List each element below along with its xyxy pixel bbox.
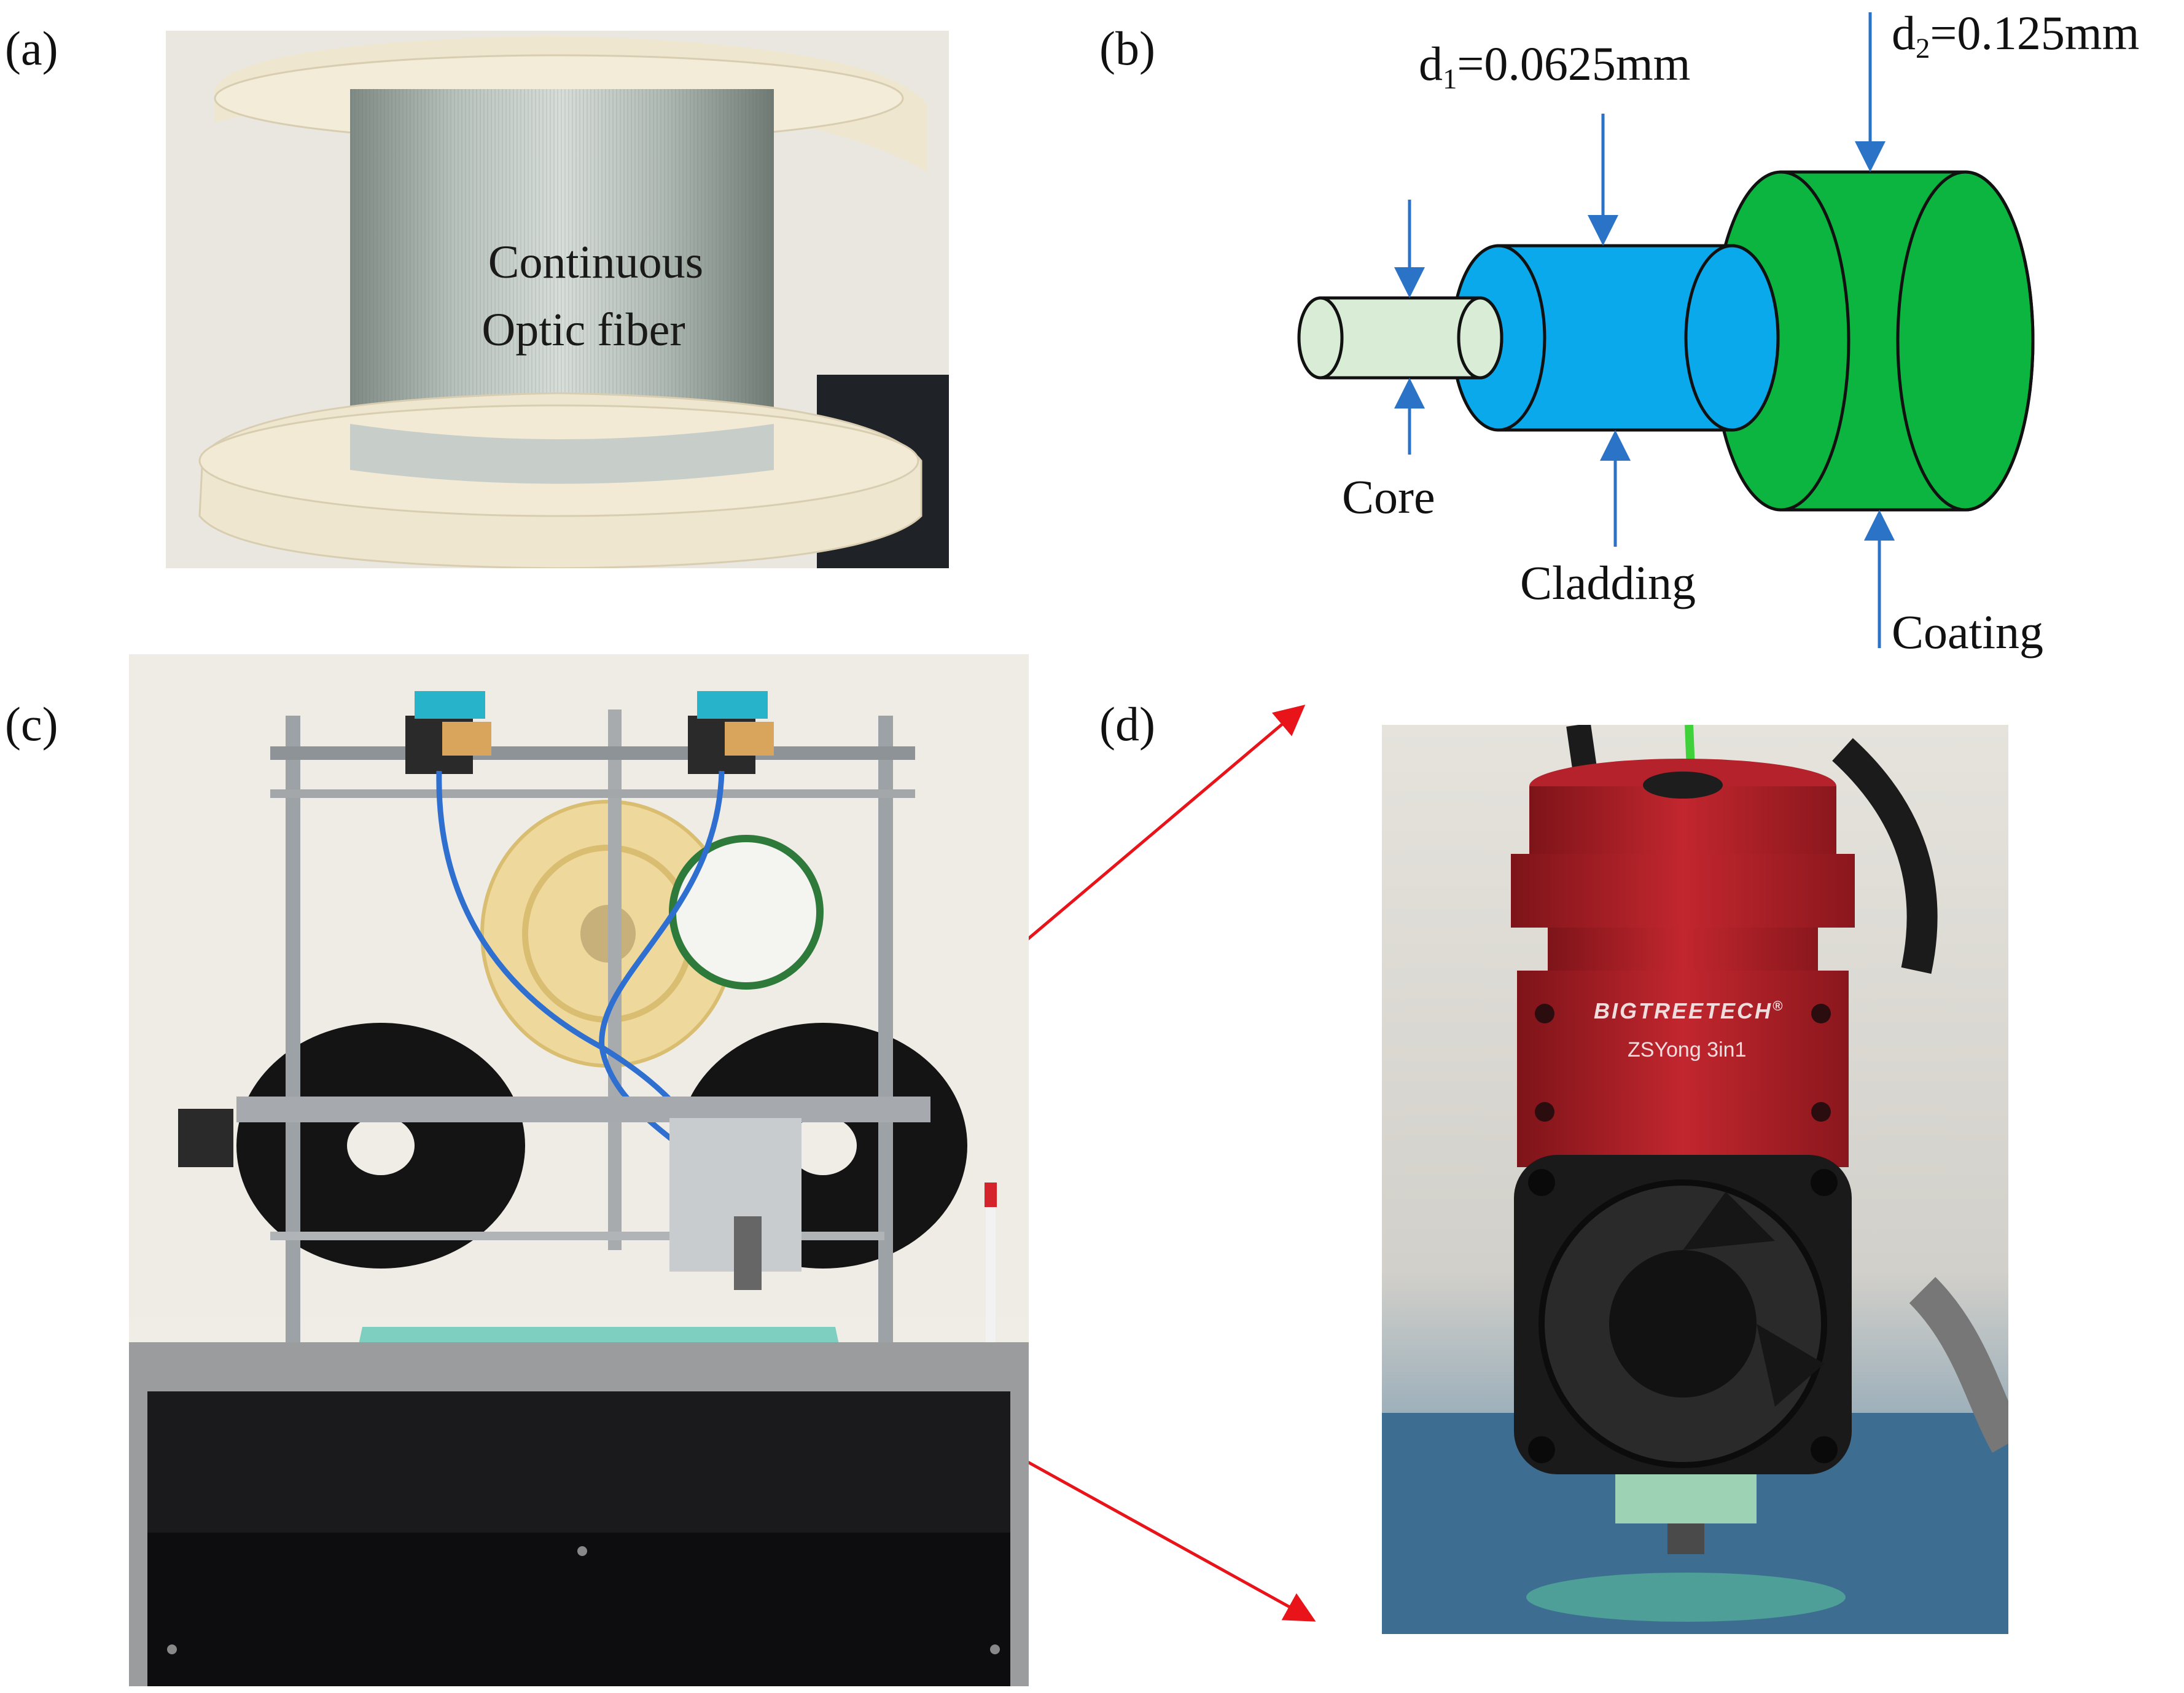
d1-label: d1=0.0625mm [1419, 37, 1691, 96]
core-label: Core [1342, 470, 1435, 523]
core-cylinder [1297, 296, 1503, 380]
d2-label: d2=0.125mm [1892, 6, 2140, 65]
brand-label: BIGTREETECH® [1594, 998, 1785, 1023]
cladding-cylinder [1451, 244, 1780, 432]
coating-cylinder [1712, 170, 2035, 512]
panel-label-d: (d) [1099, 697, 1155, 751]
fiber-spool-photo: Continuous Optic fiber [166, 31, 949, 568]
panel-label-a: (a) [5, 22, 58, 75]
printer-photo [129, 654, 1029, 1686]
cladding-label: Cladding [1520, 556, 1696, 609]
panel-label-c: (c) [5, 697, 58, 751]
nozzle-closeup-photo: BIGTREETECH® ZSYong 3in1 [1382, 725, 2008, 1634]
panel-label-b: (b) [1099, 22, 1155, 75]
spool-label-line2: Optic fiber [482, 304, 685, 356]
coating-label: Coating [1892, 605, 2043, 659]
model-label: ZSYong 3in1 [1628, 1038, 1747, 1062]
spool-label-line1: Continuous [488, 237, 704, 288]
